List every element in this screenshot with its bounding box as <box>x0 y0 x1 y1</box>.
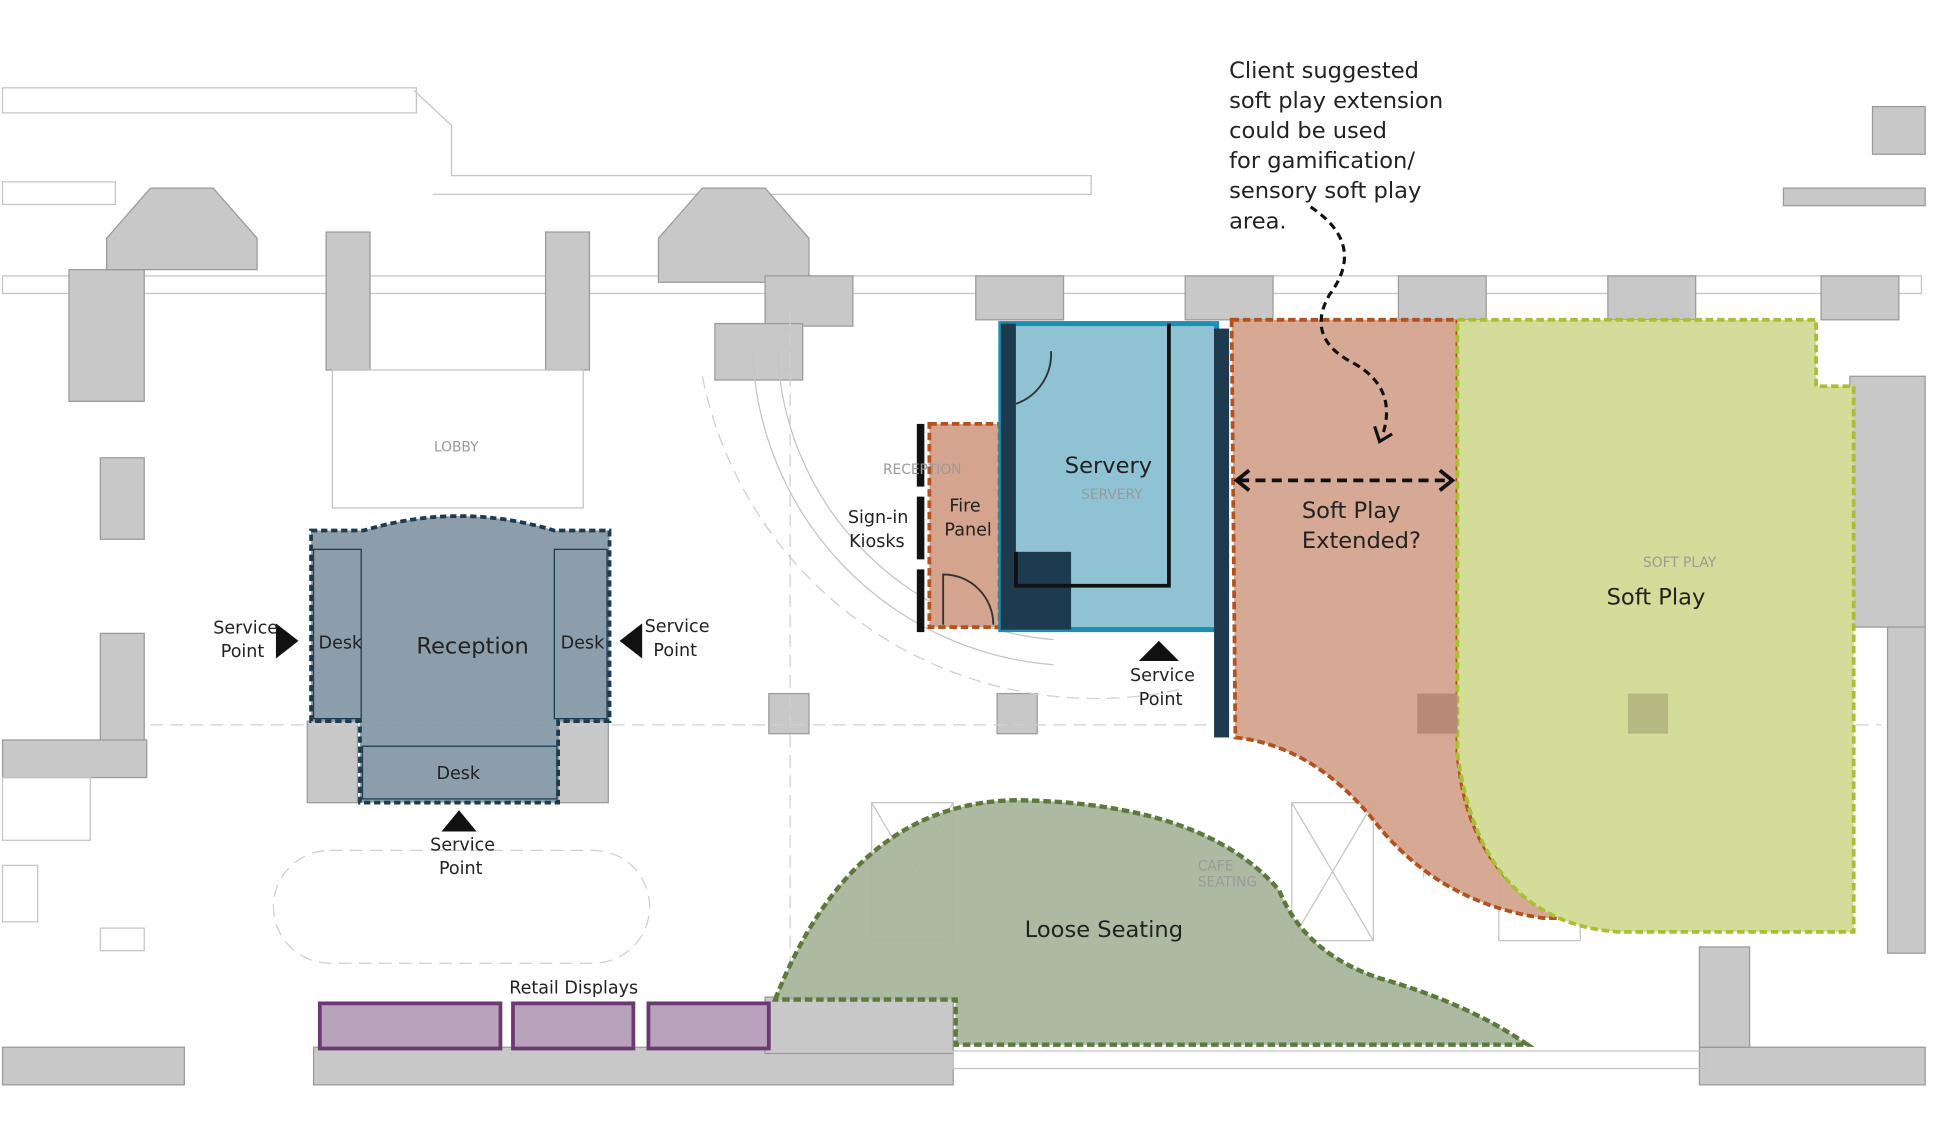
soft-play-room-label: SOFT PLAY <box>1643 555 1717 571</box>
extension-width-arrow-icon <box>1233 468 1456 492</box>
lobby-room-label: LOBBY <box>434 440 479 456</box>
service-point-left-l2: Point <box>221 642 265 662</box>
desk-left-label: Desk <box>319 633 363 653</box>
servery-zone[interactable]: Servery SERVERY <box>998 321 1230 738</box>
soft-play-extended-l2: Extended? <box>1302 528 1421 554</box>
service-point-servery-l2: Point <box>1139 690 1183 710</box>
cafe-seating-l2: SEATING <box>1198 875 1257 891</box>
soft-play-zone[interactable]: SOFT PLAY Soft Play <box>1417 317 1856 934</box>
retail-displays[interactable] <box>317 1001 771 1051</box>
loose-seating-zone[interactable]: CAFE SEATING Loose Seating <box>771 797 1535 1047</box>
cafe-seating-l1: CAFE <box>1198 858 1234 874</box>
reception-zone[interactable]: Reception Desk Desk Desk <box>309 514 612 805</box>
reception-room-label: RECEPTION <box>883 462 962 478</box>
service-point-servery-l1: Service <box>1130 666 1195 686</box>
annotation-line-2: soft play extension <box>1229 88 1443 114</box>
service-point-right-l1: Service <box>645 617 710 637</box>
client-annotation: Client suggested soft play extension cou… <box>1229 58 1443 444</box>
service-point-bottom-l2: Point <box>439 859 483 879</box>
reception-label: Reception <box>416 633 528 659</box>
sign-in-kiosks[interactable] <box>916 423 925 633</box>
sign-in-label-l2: Kiosks <box>849 532 905 552</box>
service-point-arrow-icon <box>275 623 299 659</box>
service-point-arrow-icon <box>619 623 643 659</box>
sign-in-label-l1: Sign-in <box>848 508 909 528</box>
soft-play-label: Soft Play <box>1607 585 1706 611</box>
annotation-leader-arrow-icon <box>1309 205 1389 437</box>
annotation-line-1: Client suggested <box>1229 58 1419 84</box>
service-point-right-l2: Point <box>653 641 697 661</box>
annotation-line-6: area. <box>1229 208 1287 234</box>
service-point-arrow-icon <box>441 810 477 832</box>
soft-play-extended-zone[interactable]: Soft Play Extended? <box>1229 317 1569 920</box>
fire-panel-l1: Fire <box>949 497 980 517</box>
loose-seating-label: Loose Seating <box>1025 917 1183 943</box>
annotation-line-3: could be used <box>1229 118 1387 144</box>
annotation-line-5: sensory soft play <box>1229 178 1421 204</box>
desk-right-label: Desk <box>561 633 605 653</box>
service-point-left-l1: Service <box>213 618 278 638</box>
service-point-arrow-icon <box>1138 640 1179 661</box>
servery-room-label: SERVERY <box>1081 487 1143 503</box>
retail-displays-label: Retail Displays <box>509 978 638 998</box>
desk-bottom-label: Desk <box>436 764 480 784</box>
fire-panel-zone[interactable]: Fire Panel <box>927 422 1002 629</box>
building-walls <box>1 87 1926 1086</box>
servery-label: Servery <box>1065 453 1152 479</box>
service-point-bottom-l1: Service <box>430 835 495 855</box>
fire-panel-l2: Panel <box>944 521 991 541</box>
annotation-line-4: for gamification/ <box>1229 148 1415 174</box>
soft-play-extended-l1: Soft Play <box>1302 498 1401 524</box>
